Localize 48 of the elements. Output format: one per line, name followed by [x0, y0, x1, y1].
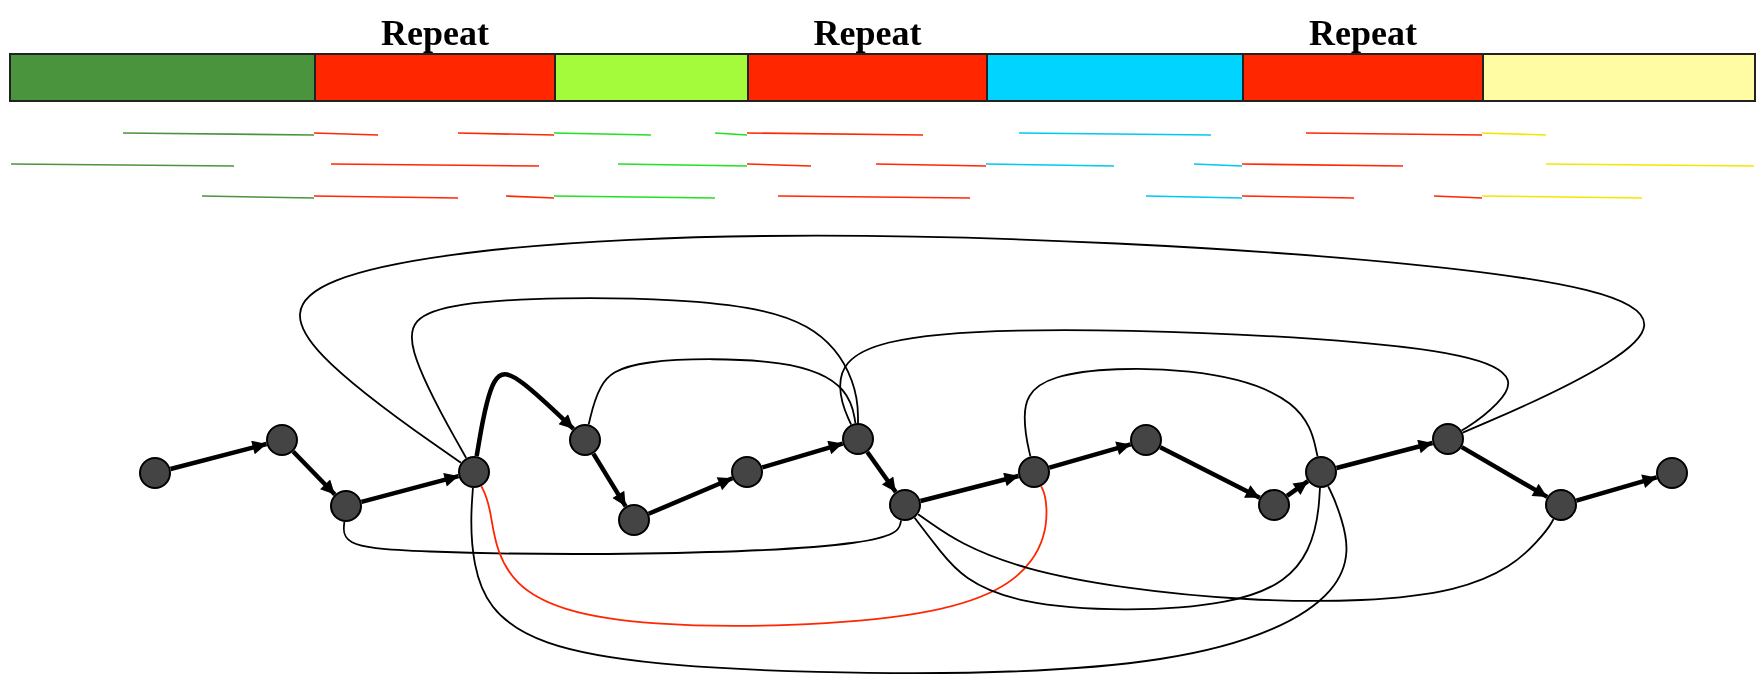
arrow	[1048, 441, 1132, 470]
bar-segment	[1482, 53, 1756, 102]
graph-node	[618, 504, 650, 536]
bar-segment	[986, 53, 1244, 102]
arrow	[360, 472, 460, 505]
arrow	[1335, 439, 1434, 471]
graph-node	[842, 423, 874, 455]
arrow	[865, 450, 898, 494]
graph-node	[139, 457, 171, 489]
graph-node	[1656, 457, 1688, 489]
graph-node	[1258, 489, 1290, 521]
graph-node	[458, 456, 490, 488]
bar-segment	[9, 53, 316, 102]
arrow	[1285, 479, 1310, 498]
arrow	[1575, 474, 1658, 503]
graph-node	[731, 456, 763, 488]
connector-line	[913, 487, 1321, 611]
arrow	[291, 449, 337, 497]
graph-node	[569, 424, 601, 456]
connector-line	[917, 513, 1555, 602]
arrow	[1159, 445, 1261, 500]
arrow	[919, 472, 1020, 504]
graph-node	[1545, 489, 1577, 521]
arrow	[591, 452, 628, 508]
segment-label: Repeat	[812, 15, 923, 51]
arrow	[1460, 445, 1549, 499]
graph-node	[1432, 423, 1464, 455]
graph-node	[330, 490, 362, 522]
graph-node	[1305, 456, 1337, 488]
connector-line	[470, 485, 1348, 674]
connector-line	[299, 234, 1646, 464]
graph-node	[1018, 456, 1050, 488]
connector-line	[839, 329, 1510, 432]
graph-node	[889, 489, 921, 521]
segment-label: Repeat	[1308, 15, 1418, 51]
arrow	[761, 440, 844, 470]
arrow	[474, 372, 575, 457]
graph-node	[1130, 424, 1162, 456]
connector-line	[1023, 368, 1319, 458]
arrow	[647, 476, 734, 516]
connector-line	[342, 519, 902, 555]
connector-line	[587, 358, 857, 426]
graph-node	[266, 424, 298, 456]
connector-line	[410, 297, 859, 459]
segment-label: Repeat	[380, 15, 490, 51]
arrow	[169, 440, 268, 472]
connector-line	[480, 485, 1048, 627]
bar-segment	[554, 53, 749, 102]
